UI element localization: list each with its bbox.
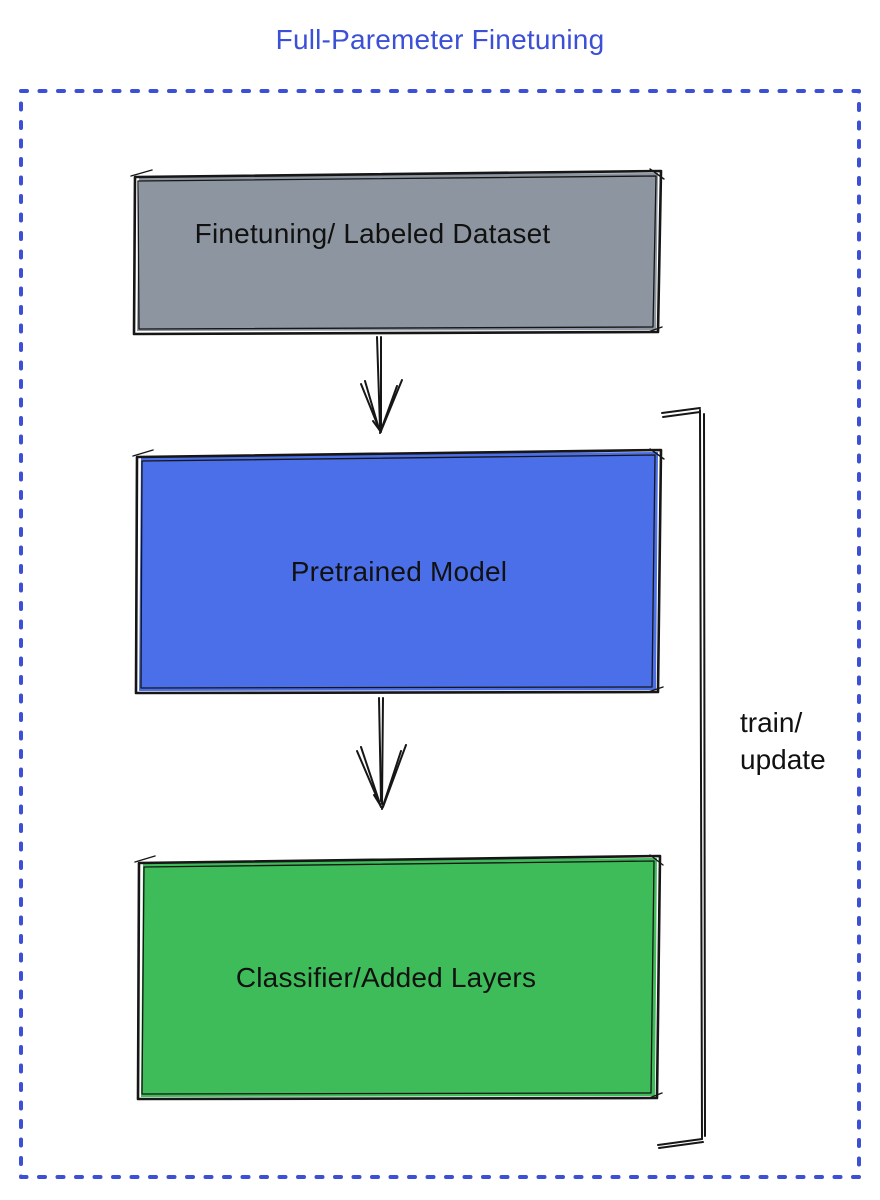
train-update-bracket (657, 407, 706, 1149)
arrow-down-icon (356, 697, 407, 810)
dataset-box-shape (130, 168, 665, 336)
train-update-label: train/ update (740, 704, 826, 778)
arrow-down-icon (360, 336, 403, 434)
classifier-box-shape (134, 854, 664, 1101)
diagram-title: Full-Paremeter Finetuning (275, 24, 605, 55)
pretrained-box-shape (132, 448, 665, 695)
pretrained-box-label: Pretrained Model (290, 556, 508, 587)
train-update-label-line2: update (740, 744, 826, 775)
dataset-box-label: Finetuning/ Labeled Dataset (194, 217, 551, 249)
classifier-box-label: Classifier/Added Layers (235, 962, 537, 993)
train-update-label-line1: train/ (740, 707, 803, 738)
